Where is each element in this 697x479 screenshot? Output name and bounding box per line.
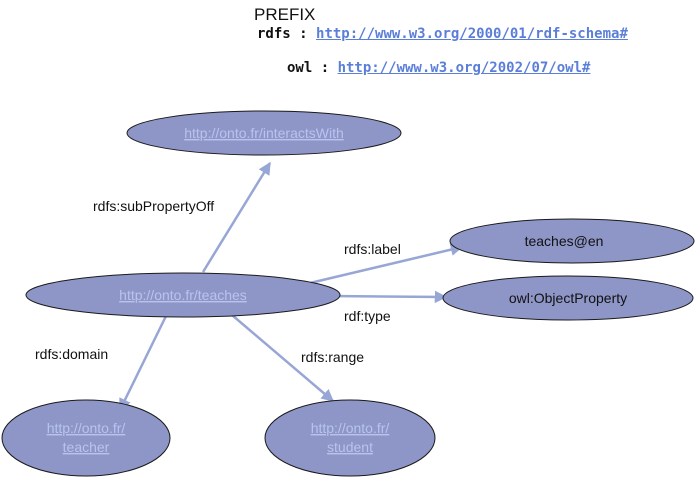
prefix-rdfs-key: rdfs : [257,26,317,42]
edge-label-range: rdfs:range [301,349,364,365]
edge-sub-property [201,161,272,273]
node-teaches-en-text: teaches@en [525,233,604,249]
edge-label-label: rdfs:label [344,241,401,257]
node-student-ellipse [264,399,436,477]
node-object-property: owl:ObjectProperty [442,275,694,321]
prefix-owl-uri-link[interactable]: http://www.w3.org/2002/07/owl# [337,60,591,76]
node-student-link-line-2[interactable]: student [327,439,373,455]
node-teacher-ellipse [1,399,171,477]
edge-domain [118,315,168,412]
node-teacher-link-line-1[interactable]: http://onto.fr/ [47,420,126,436]
node-teaches-ellipse [25,272,341,318]
node-object-property-ellipse [442,275,694,321]
prefix-rdfs-line: rdfs : http://www.w3.org/2000/01/rdf-sch… [257,26,628,42]
node-teaches[interactable]: http://onto.fr/teaches [25,272,341,318]
edge-label-domain: rdfs:domain [35,346,108,362]
node-teaches-link[interactable]: http://onto.fr/teaches [119,287,247,303]
prefix-rdfs-uri-link[interactable]: http://www.w3.org/2000/01/rdf-schema# [316,26,628,42]
node-teaches-en: teaches@en [449,218,695,264]
node-teaches-en-ellipse [449,218,695,264]
node-object-property-text: owl:ObjectProperty [509,290,627,306]
node-student[interactable]: http://onto.fr/ student [264,399,436,477]
node-interacts-with[interactable]: http://onto.fr/interactsWith [126,110,402,156]
edge-label-type: rdf:type [344,308,391,324]
edge-label-sub-property: rdfs:subPropertyOff [93,198,214,214]
node-interacts-with-ellipse [126,110,402,156]
prefix-owl-key: owl : [287,60,338,76]
edge-range [231,314,334,402]
node-teacher[interactable]: http://onto.fr/ teacher [1,399,171,477]
node-student-link-line-1[interactable]: http://onto.fr/ [311,420,390,436]
prefix-title: PREFIX [254,5,316,24]
edge-label [309,243,464,285]
prefix-owl-line: owl : http://www.w3.org/2002/07/owl# [287,60,590,76]
node-interacts-with-link[interactable]: http://onto.fr/interactsWith [184,125,344,141]
edge-type [329,290,448,304]
node-teacher-link-line-2[interactable]: teacher [63,439,110,455]
